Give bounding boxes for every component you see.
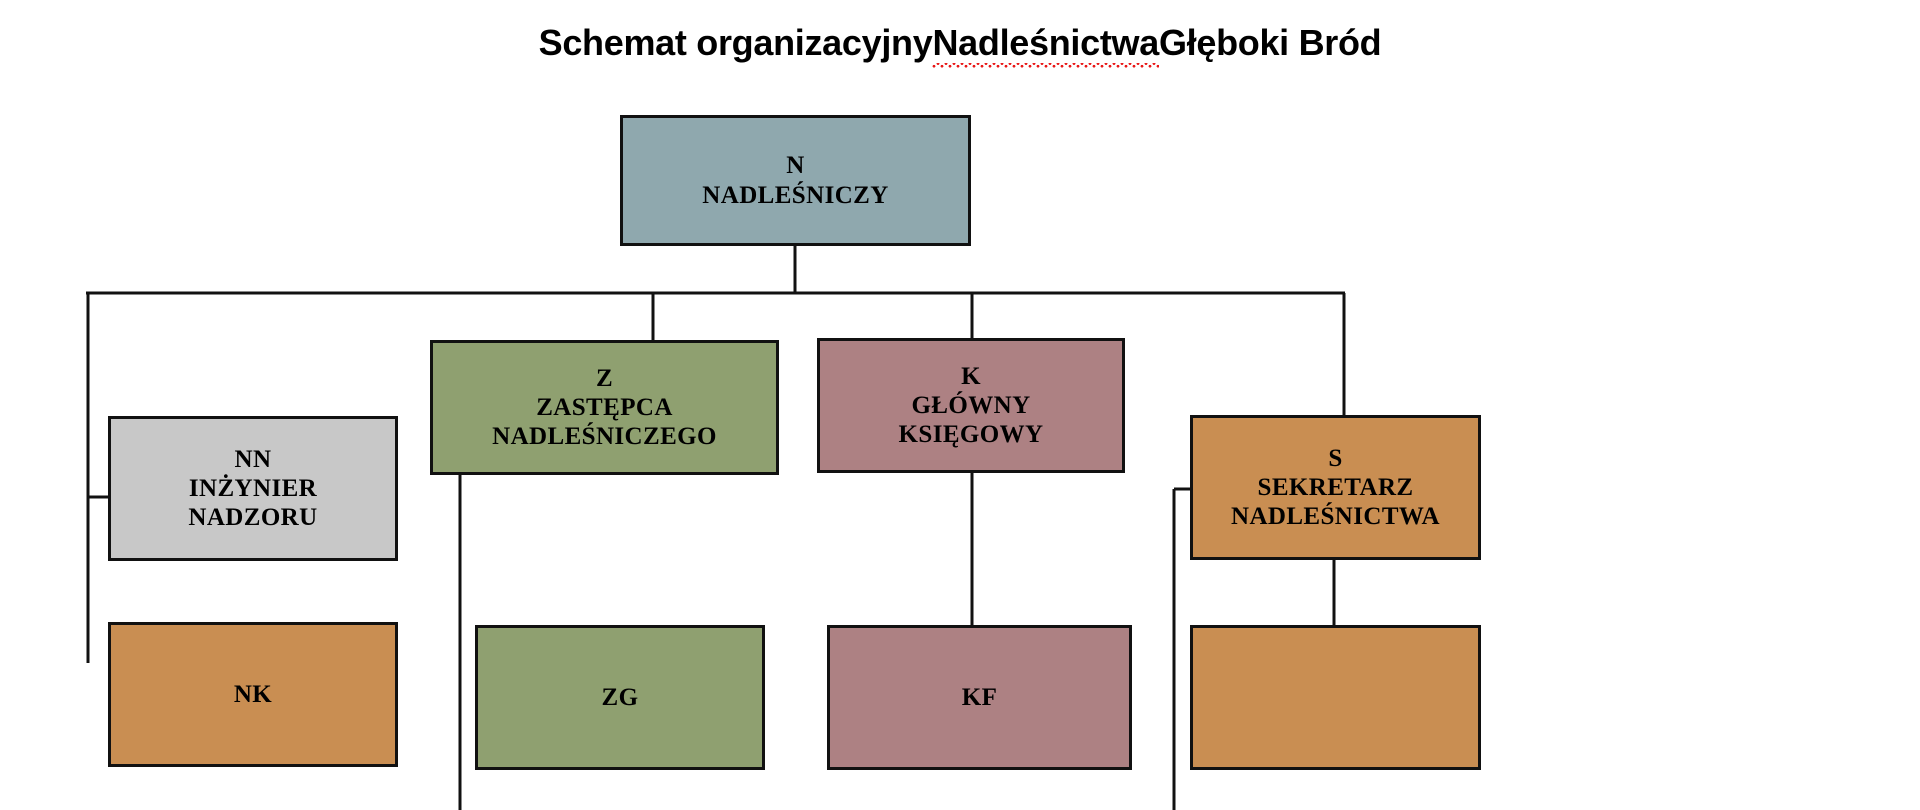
page-title: Schemat organizacyjny Nadleśnictwa Głębo… xyxy=(0,22,1920,69)
node-k-glowny-ksiegowy[interactable]: K GŁÓWNY KSIĘGOWY xyxy=(817,338,1125,473)
node-zg[interactable]: ZG xyxy=(475,625,765,770)
node-s-code: S xyxy=(1328,444,1343,472)
node-s-sekretarz-nadlesnictwa[interactable]: S SEKRETARZ NADLEŚNICTWA xyxy=(1190,415,1481,560)
node-z-code: Z xyxy=(595,364,614,392)
node-z-zastepca-nadlesniczego[interactable]: Z ZASTĘPCA NADLEŚNICZEGO xyxy=(430,340,779,475)
node-nk[interactable]: NK xyxy=(108,622,398,767)
node-nn-code: NN xyxy=(234,445,272,473)
node-k-code: K xyxy=(961,362,981,390)
node-z-name-line1: ZASTĘPCA xyxy=(536,393,673,421)
title-prefix: Schemat organizacyjny xyxy=(538,22,933,63)
node-s-name-line2: NADLEŚNICTWA xyxy=(1230,503,1440,531)
node-nn-name-line1: INŻYNIER xyxy=(188,474,318,502)
node-kf-code: KF xyxy=(961,683,998,711)
node-zg-code: ZG xyxy=(601,683,639,711)
node-s-child[interactable] xyxy=(1190,625,1481,770)
title-suffix: Głęboki Bród xyxy=(1158,22,1382,63)
node-k-name-line2: KSIĘGOWY xyxy=(898,421,1044,449)
node-nk-code: NK xyxy=(233,680,273,708)
node-nn-inzynier-nadzoru[interactable]: NN INŻYNIER NADZORU xyxy=(108,416,398,561)
title-misspelled-word: Nadleśnictwa xyxy=(932,22,1159,69)
node-n-code: N xyxy=(786,152,805,180)
node-n-name: NADLEŚNICZY xyxy=(702,181,889,209)
node-k-name-line1: GŁÓWNY xyxy=(911,391,1031,419)
node-z-name-line2: NADLEŚNICZEGO xyxy=(492,423,717,451)
node-nn-name-line2: NADZORU xyxy=(188,504,318,532)
node-n-nadlesniczy[interactable]: N NADLEŚNICZY xyxy=(620,115,971,246)
node-kf[interactable]: KF xyxy=(827,625,1132,770)
node-s-name-line1: SEKRETARZ xyxy=(1257,473,1414,501)
